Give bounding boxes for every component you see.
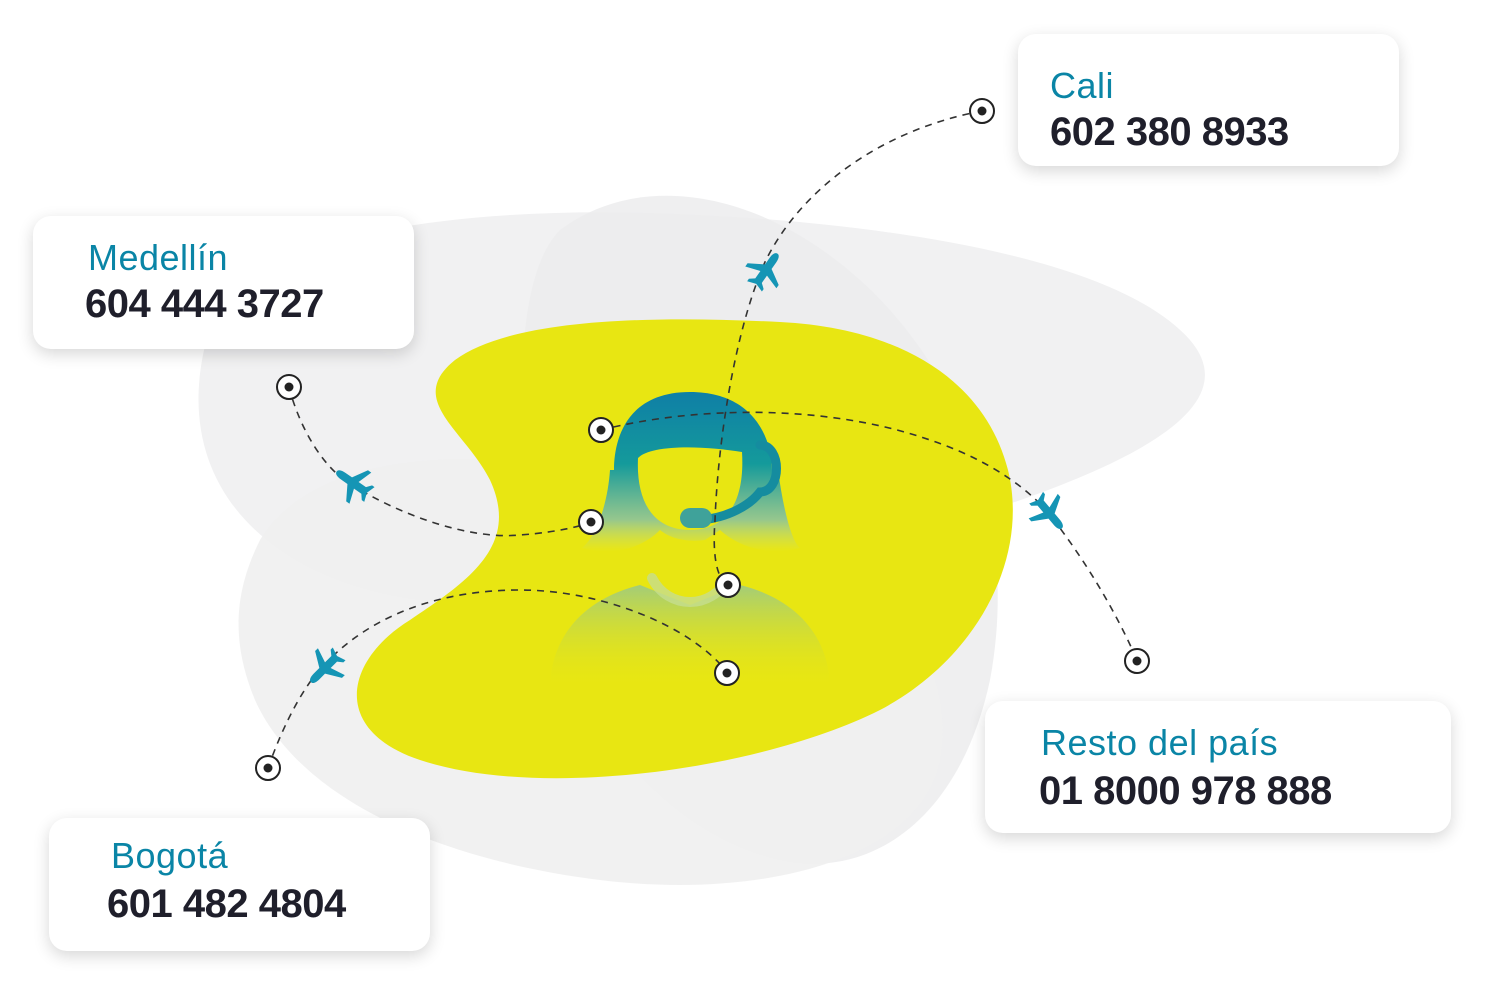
route-cali (713, 110, 983, 586)
location-dot-icon (715, 572, 741, 598)
agent-body (550, 585, 830, 690)
city-name: Bogotá (111, 835, 229, 876)
routes (267, 110, 1138, 769)
city-name: Cali (1050, 65, 1115, 106)
location-dot-icon (714, 660, 740, 686)
location-dot-icon (969, 98, 995, 124)
contact-card-medellin: Medellín 604 444 3727 (33, 216, 414, 349)
route-resto (600, 411, 1138, 661)
city-name: Resto del país (1041, 722, 1279, 763)
phone-number[interactable]: 01 8000 978 888 (1039, 769, 1332, 813)
phone-number[interactable]: 602 380 8933 (1050, 110, 1289, 154)
agent-headset (695, 440, 781, 525)
yellow-blob (356, 319, 1013, 779)
city-name: Medellín (88, 237, 229, 278)
contact-card-cali: Cali 602 380 8933 (1018, 34, 1399, 166)
location-dot-icon (255, 755, 281, 781)
location-dot-icon (588, 417, 614, 443)
location-dot-icon (276, 374, 302, 400)
phone-number[interactable]: 604 444 3727 (85, 282, 324, 326)
contact-card-resto-del-pais: Resto del país 01 8000 978 888 (985, 701, 1451, 833)
agent-headset-mic (680, 508, 712, 528)
contact-card-bogota: Bogotá 601 482 4804 (49, 818, 430, 951)
location-dot-icon (1124, 648, 1150, 674)
phone-number[interactable]: 601 482 4804 (107, 882, 346, 926)
route-bogota (267, 589, 728, 769)
location-dot-icon (578, 509, 604, 535)
